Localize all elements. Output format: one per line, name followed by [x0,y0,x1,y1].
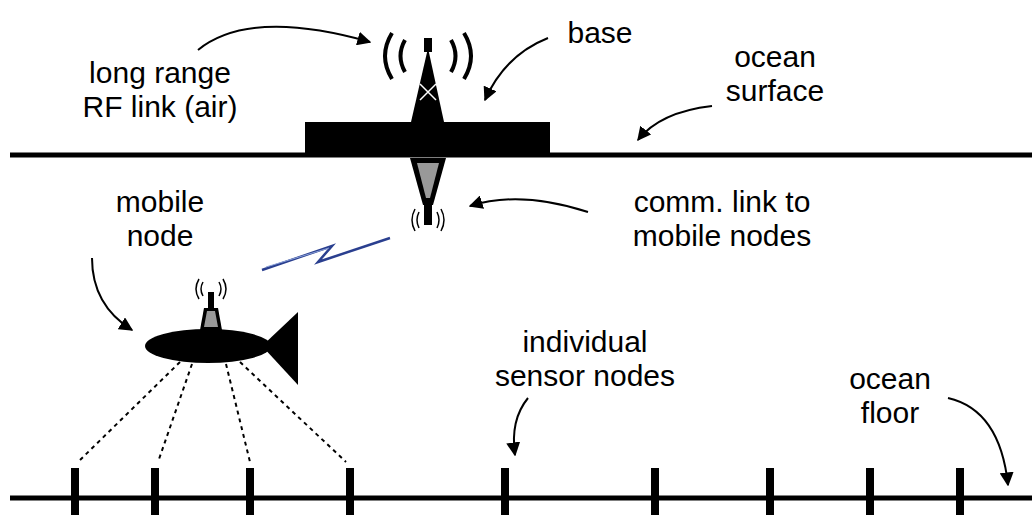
radio-waves [385,33,471,79]
tower-lattice [420,84,436,100]
mobile-mast [200,308,222,330]
callout-label: mobile node [100,185,220,253]
mobile-node-tail [262,312,298,385]
sensor-nodes [71,468,964,515]
callout-label: base [540,16,660,50]
callout-label: ocean floor [834,362,946,430]
transducer-antenna [424,203,432,225]
callout-label: individual sensor nodes [483,325,688,393]
wireless-link [262,238,390,270]
mobile-antenna-waves [196,279,226,299]
sensing-beams [78,362,346,462]
mobile-mast-core [204,311,218,327]
antenna-tower [411,48,444,122]
callout-label: ocean surface [710,40,840,108]
ocean-floor-line [10,496,1032,501]
base-platform [305,122,550,155]
transducer-core [417,163,439,198]
wireless-link-highlight [266,248,329,267]
transducer-waves [412,209,444,231]
callout-label: comm. link to mobile nodes [620,185,825,253]
antenna-tip [424,38,432,52]
transducer-housing [410,158,446,205]
mobile-antenna [208,292,214,310]
mobile-node-body [145,329,271,363]
callout-label: long range RF link (air) [68,56,253,124]
